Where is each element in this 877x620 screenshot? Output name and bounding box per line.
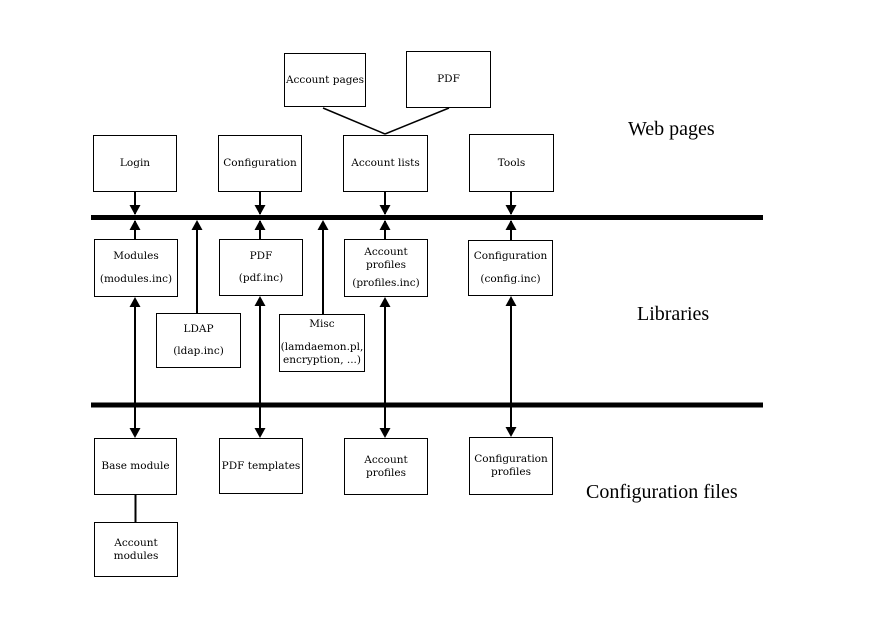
line-account-pages-to-account-lists: [322, 107, 386, 135]
box-base-module: Base module: [94, 438, 177, 495]
box-account-pages: Account pages: [284, 53, 366, 107]
box-sublabel: (config.inc): [480, 272, 541, 285]
box-sublabel: (modules.inc): [99, 273, 173, 285]
box-configuration-lib: Configuration (config.inc): [468, 240, 553, 296]
arrow-configuration-pdf: [254, 192, 266, 239]
box-sublabel: (ldap.inc): [173, 345, 224, 357]
box-label: Account profiles: [364, 245, 408, 271]
box-pdf-lib: PDF (pdf.inc): [219, 239, 303, 296]
arrow-ldap-bus: [191, 220, 203, 313]
box-ldap-lib: LDAP (ldap.inc): [156, 313, 241, 368]
box-tools: Tools: [469, 134, 554, 192]
box-account-lists: Account lists: [343, 135, 428, 192]
box-modules-lib: Modules (modules.inc): [94, 239, 178, 297]
box-sublabel: profiles: [490, 466, 532, 478]
box-label: Login: [119, 157, 151, 169]
arrow-config-config-profiles: [505, 296, 517, 437]
box-label: PDF: [437, 73, 460, 85]
box-label: PDF templates: [221, 459, 301, 472]
box-label: Modules: [113, 250, 159, 262]
box-label: LDAP: [183, 323, 214, 335]
box-account-profiles-lib: Account profiles (profiles.inc): [344, 239, 428, 297]
box-pdf-page: PDF: [406, 51, 491, 108]
box-label: Account profiles: [364, 453, 408, 479]
box-configuration-page: Configuration: [218, 135, 302, 192]
arrow-tools-configuration: [505, 192, 517, 240]
arrow-account-lists-profiles: [379, 192, 391, 239]
box-account-modules: Account modules: [94, 522, 178, 577]
box-sublabel: (profiles.inc): [352, 277, 420, 290]
box-sublabel: (pdf.inc): [238, 272, 284, 285]
arrow-misc-bus: [317, 220, 329, 314]
box-login: Login: [93, 135, 177, 192]
arrow-modules-base-module: [129, 297, 141, 438]
box-label: Tools: [497, 156, 526, 169]
box-label: Account modules: [113, 536, 159, 562]
line-pdf-to-account-lists: [384, 107, 450, 135]
box-misc-lib: Misc (lamdaemon.pl, encryption, ...): [279, 314, 365, 372]
box-pdf-templates: PDF templates: [219, 438, 303, 494]
box-account-profiles-conf: Account profiles: [344, 438, 428, 495]
box-configuration-profiles: Configuration profiles: [469, 437, 553, 495]
box-label: Account pages: [285, 73, 365, 86]
box-label: Misc: [309, 318, 335, 330]
box-label: Base module: [101, 460, 170, 472]
arrow-login-modules: [129, 192, 141, 239]
section-label-libraries: Libraries: [637, 303, 710, 325]
box-sublabel: (lamdaemon.pl,: [280, 341, 364, 353]
arrow-profiles-account-profiles: [379, 297, 391, 438]
box-label: Account lists: [351, 157, 420, 169]
section-label-web-pages: Web pages: [628, 118, 715, 140]
section-label-configuration-files: Configuration files: [586, 481, 738, 503]
box-label: Configuration: [473, 250, 548, 263]
box-sublabel: encryption, ...): [283, 354, 361, 366]
box-label: Configuration: [223, 157, 297, 169]
arrow-pdf-pdf-templates: [254, 296, 266, 438]
box-label: PDF: [249, 249, 273, 262]
box-label: Configuration: [474, 453, 548, 465]
